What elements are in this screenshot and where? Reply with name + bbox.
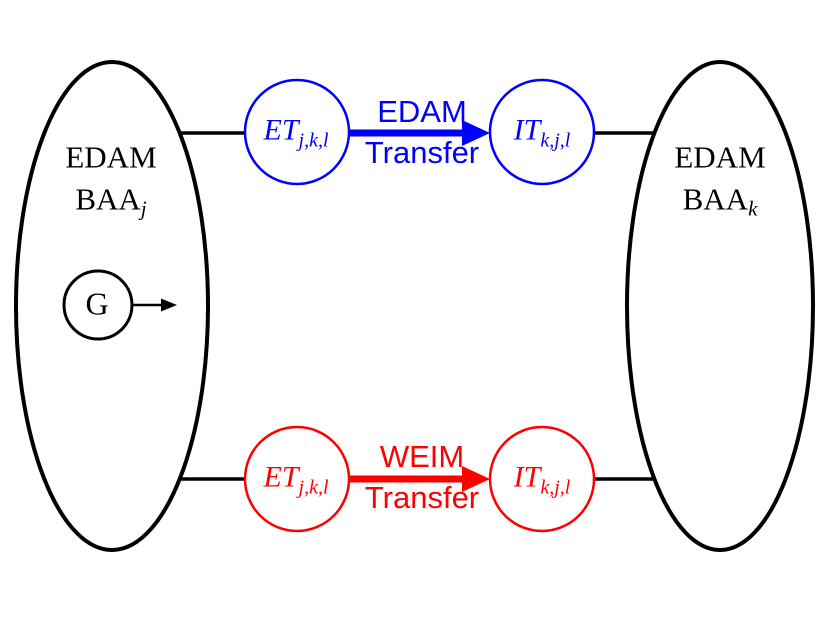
generator-output-arrow (132, 298, 177, 312)
edam-export-node-circle (243, 78, 351, 186)
edam-transfer-arrow (350, 120, 490, 146)
edam-import-node-circle (488, 78, 596, 186)
weim-export-node-circle (243, 425, 351, 533)
generator-symbol (62, 269, 177, 341)
right-baa-ellipse (625, 60, 815, 552)
weim-transfer-arrow (350, 466, 490, 492)
generator-circle (62, 269, 134, 341)
weim-import-node-circle (488, 425, 596, 533)
